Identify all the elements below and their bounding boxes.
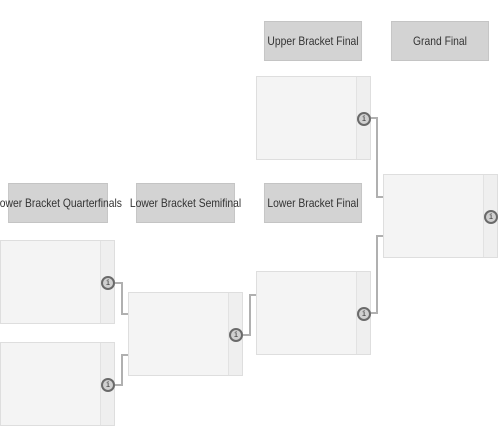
header-upper-bracket-final: Upper Bracket Final [263,21,363,61]
connector-lbf-to-gf [370,235,383,314]
match-info-icon[interactable]: i [357,307,371,321]
team-slot-bottom[interactable] [1,282,101,323]
connector-lbqf1-to-lbsf [115,282,128,315]
match-info-icon[interactable]: i [484,210,498,224]
match-info-icon[interactable]: i [357,112,371,126]
header-lower-bracket-quarterfinals: Lower Bracket Quarterfinals [0,183,122,223]
team-slot-bottom[interactable] [257,118,357,159]
team-slot-top[interactable] [384,175,484,216]
team-slot-bottom[interactable] [1,384,101,425]
team-slot-bottom[interactable] [384,216,484,257]
match-lower-bracket-quarterfinal-2[interactable]: i [0,342,115,426]
header-lower-bracket-semifinal: Lower Bracket Semifinal [130,183,241,223]
team-slot-top[interactable] [257,272,357,313]
match-lower-bracket-quarterfinal-1[interactable]: i [0,240,115,324]
header-grand-final: Grand Final [390,21,490,61]
team-slot-top[interactable] [129,293,229,334]
connector-ubf-to-gf [370,117,383,198]
connector-lbsf-to-lbf [243,294,256,336]
match-info-icon[interactable]: i [101,378,115,392]
match-info-icon[interactable]: i [101,276,115,290]
team-slot-top[interactable] [1,343,101,384]
team-slot-top[interactable] [257,77,357,118]
match-grand-final[interactable]: i [383,174,498,258]
match-lower-bracket-semifinal[interactable]: i [128,292,243,376]
team-slot-bottom[interactable] [257,313,357,354]
connector-lbqf2-to-lbsf [115,354,128,386]
team-slot-top[interactable] [1,241,101,282]
match-lower-bracket-final[interactable]: i [256,271,371,355]
match-info-icon[interactable]: i [229,328,243,342]
team-slot-bottom[interactable] [129,334,229,375]
match-upper-bracket-final[interactable]: i [256,76,371,160]
header-lower-bracket-final: Lower Bracket Final [263,183,363,223]
